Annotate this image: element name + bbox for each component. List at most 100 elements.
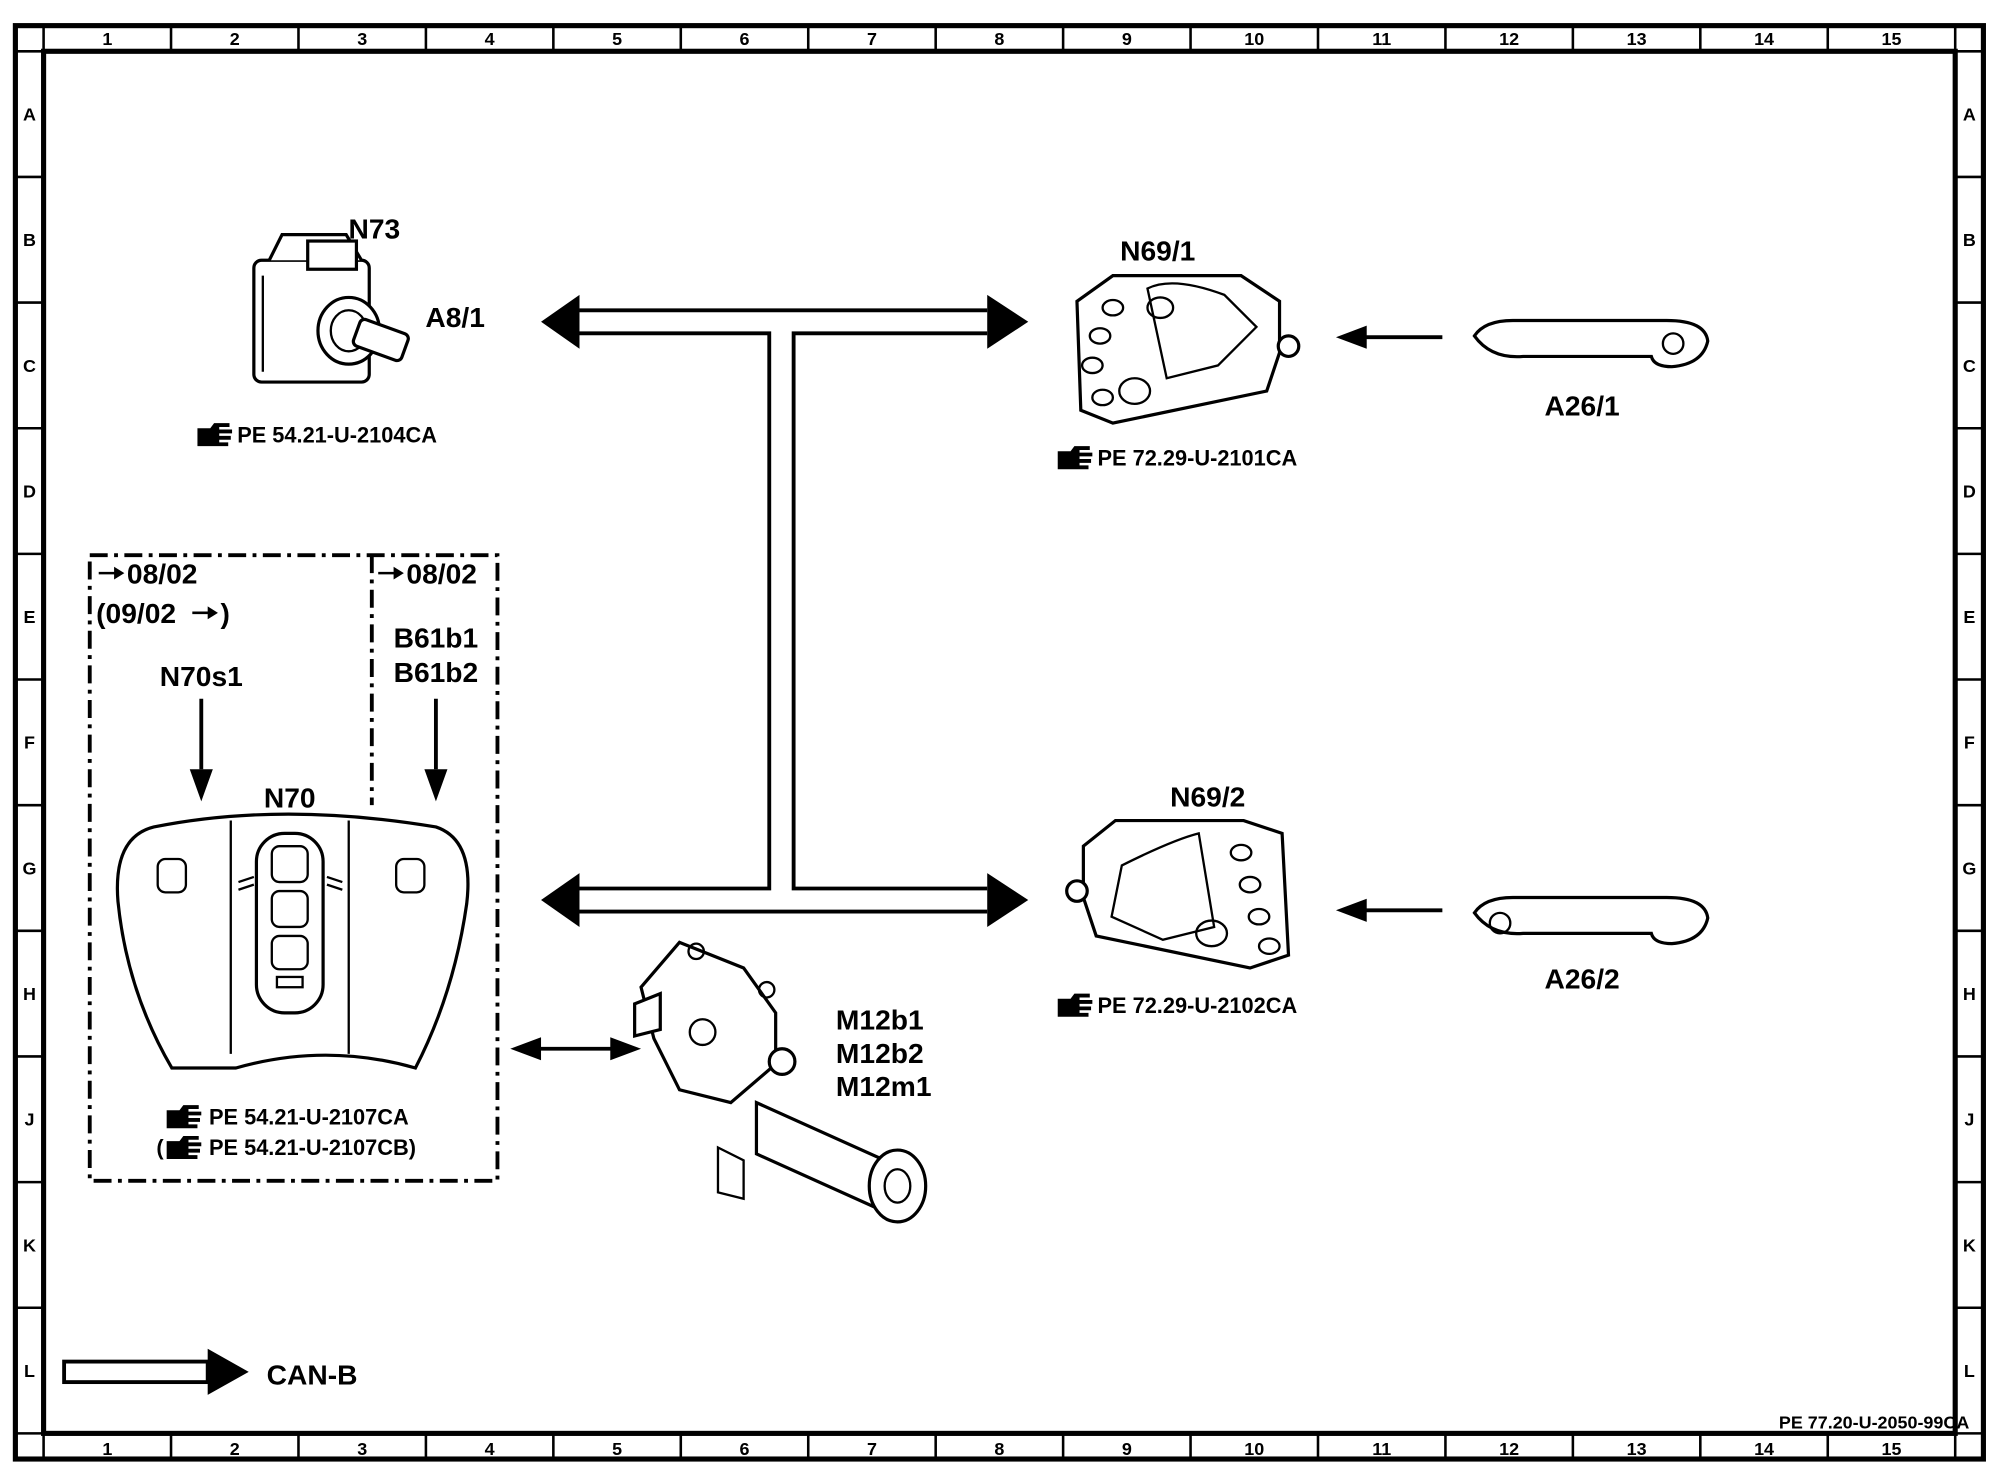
grid-column-label: 3 [357, 29, 367, 49]
n70s1-label: N70s1 [160, 660, 243, 692]
grid-column-label: 10 [1244, 1439, 1264, 1459]
grid-column-label: 9 [1122, 1439, 1132, 1459]
grid-row-label: L [1964, 1361, 1975, 1381]
grid-column-label: 14 [1754, 29, 1774, 49]
grid-column-label: 5 [612, 29, 622, 49]
grid-labels: 1122334455667788991010111112121313141415… [23, 29, 1977, 1459]
grid-row-label: H [23, 984, 36, 1004]
grid-column-label: 15 [1882, 29, 1902, 49]
bus-arrow-head [541, 294, 580, 349]
grid-row-label: L [24, 1361, 35, 1381]
grid-row-label: F [24, 733, 35, 753]
grid-row-label: C [1963, 356, 1976, 376]
pointing-hand-icon [1057, 993, 1093, 1017]
svg-text:(: ( [156, 1135, 164, 1160]
grid-column-label: 5 [612, 1439, 622, 1459]
can-bus-lines [541, 294, 1029, 927]
grid-row-label: B [23, 230, 36, 250]
grid-column-label: 15 [1882, 1439, 1902, 1459]
m12b1-label: M12b1 [836, 1004, 924, 1036]
a26-1-label: A26/1 [1545, 389, 1620, 421]
m12b2-label: M12b2 [836, 1037, 924, 1069]
grid-column-label: 12 [1499, 29, 1519, 49]
n73-label: N73 [349, 212, 401, 244]
grid-row-label: H [1963, 984, 1976, 1004]
svg-text:): ) [221, 597, 230, 629]
grid-column-label: 13 [1627, 29, 1647, 49]
n70-left-date-alt: (09/02 [96, 597, 176, 629]
door-control-unit-n69-1 [1075, 274, 1301, 425]
pointing-hand-icon [1057, 446, 1093, 470]
pointing-hand-icon [166, 1105, 202, 1129]
grid-column-label: 1 [102, 29, 112, 49]
n70-ref-2: PE 54.21-U-2107CB) [209, 1135, 416, 1160]
date-arrow-icon [98, 566, 404, 620]
grid-row-label: E [1963, 607, 1975, 627]
b61b1-label: B61b1 [394, 621, 479, 653]
grid-column-label: 8 [994, 1439, 1004, 1459]
grid-column-label: 2 [230, 29, 240, 49]
grid-column-label: 8 [994, 29, 1004, 49]
a8-1-label: A8/1 [425, 301, 485, 333]
grid-column-label: 1 [102, 1439, 112, 1459]
grid-row-label: G [1962, 858, 1976, 878]
grid-column-label: 6 [740, 29, 750, 49]
bus-arrow-head [541, 873, 580, 927]
grid-column-label: 4 [485, 1439, 495, 1459]
grid-column-label: 3 [357, 1439, 367, 1459]
ignition-switch-n73 [252, 233, 410, 384]
document-code: PE 77.20-U-2050-99CA [1779, 1412, 1969, 1432]
overhead-control-panel-n70 [115, 812, 470, 1070]
grid-row-label: A [1963, 105, 1976, 125]
grid-row-label: C [23, 356, 36, 376]
grid-row-label: K [1963, 1235, 1976, 1255]
grid-column-label: 11 [1372, 29, 1391, 49]
grid-column-label: 13 [1627, 1439, 1647, 1459]
grid-row-label: A [23, 105, 36, 125]
door-handle-a26-1 [1472, 318, 1710, 369]
grid-column-label: 10 [1244, 29, 1264, 49]
grid-row-label: K [23, 1235, 36, 1255]
n73-ref: PE 54.21-U-2104CA [237, 422, 437, 447]
door-handle-a26-2 [1472, 895, 1710, 946]
n69-2-ref: PE 72.29-U-2102CA [1097, 993, 1297, 1018]
grid-column-label: 6 [740, 1439, 750, 1459]
n70-label: N70 [264, 782, 316, 814]
pointing-hand-icon [166, 1135, 202, 1160]
inner-border [41, 48, 1958, 1436]
grid-row-label: J [1964, 1110, 1974, 1130]
m12m1-label: M12m1 [836, 1070, 932, 1102]
a26-2-label: A26/2 [1545, 962, 1620, 994]
pointing-hand-icon [197, 423, 233, 447]
door-control-unit-n69-2 [1065, 818, 1291, 970]
sliding-roof-motor-m12 [633, 940, 928, 1224]
outer-border [12, 23, 1986, 1462]
grid-row-label: E [24, 607, 36, 627]
grid-column-label: 12 [1499, 1439, 1519, 1459]
grid-row-label: J [24, 1110, 34, 1130]
grid-column-label: 9 [1122, 29, 1132, 49]
n70-right-date: 08/02 [406, 557, 477, 589]
n69-1-ref: PE 72.29-U-2101CA [1097, 445, 1297, 470]
bus-arrow-head [987, 294, 1029, 349]
grid-row-label: D [23, 481, 36, 501]
grid-column-label: 14 [1754, 1439, 1774, 1459]
signal-arrows [189, 325, 1443, 1061]
grid-row-label: B [1963, 230, 1976, 250]
grid-row-label: F [1964, 733, 1975, 753]
grid-row-label: D [1963, 481, 1976, 501]
bus-arrow-head [987, 873, 1029, 927]
grid-column-label: 7 [867, 1439, 877, 1459]
grid-row-label: G [23, 858, 37, 878]
n69-2-label: N69/2 [1170, 780, 1245, 812]
n69-1-label: N69/1 [1120, 234, 1195, 266]
b61b2-label: B61b2 [394, 656, 479, 688]
n70-ref-1: PE 54.21-U-2107CA [209, 1104, 409, 1129]
grid-column-label: 7 [867, 29, 877, 49]
n70-left-date: 08/02 [127, 557, 198, 589]
grid-column-label: 11 [1372, 1439, 1391, 1459]
grid-ticks [15, 25, 1984, 1460]
bus-arrow-icon [62, 1348, 249, 1395]
